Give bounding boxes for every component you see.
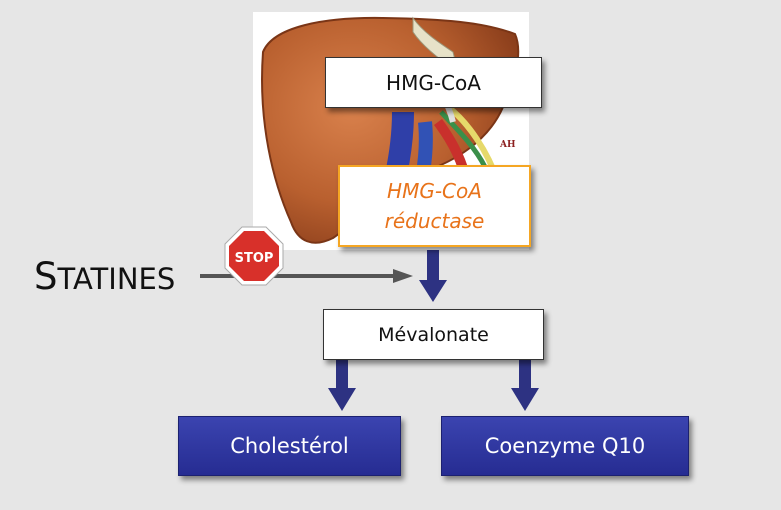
node-mevalonate-label: Mévalonate xyxy=(378,323,489,346)
statines-label: STATINES xyxy=(34,258,175,295)
stop-sign-icon: STOP xyxy=(224,226,284,286)
node-reductase-line1: HMG-CoA xyxy=(387,179,482,203)
node-cholesterol-label: Cholestérol xyxy=(230,434,349,458)
arrow-mevalonate-to-cholesterol xyxy=(328,360,356,411)
liver-caption: AH xyxy=(499,140,516,150)
node-reductase-line2: réductase xyxy=(384,209,485,233)
node-coenzyme-q10-label: Coenzyme Q10 xyxy=(484,434,646,458)
statines-rest: TATINES xyxy=(57,262,176,296)
statines-first-letter: S xyxy=(34,255,58,298)
node-cholesterol: Cholestérol xyxy=(178,416,401,476)
node-hmg-coa-label: HMG-CoA xyxy=(386,70,481,95)
node-hmg-coa: HMG-CoA xyxy=(325,57,542,108)
stop-sign-text: STOP xyxy=(235,251,274,266)
arrow-mevalonate-to-coq10 xyxy=(511,360,539,411)
node-mevalonate: Mévalonate xyxy=(323,309,544,360)
arrow-reductase-to-mevalonate xyxy=(419,250,447,302)
node-coenzyme-q10: Coenzyme Q10 xyxy=(441,416,689,476)
node-hmg-coa-reductase: HMG-CoA réductase xyxy=(338,165,531,247)
